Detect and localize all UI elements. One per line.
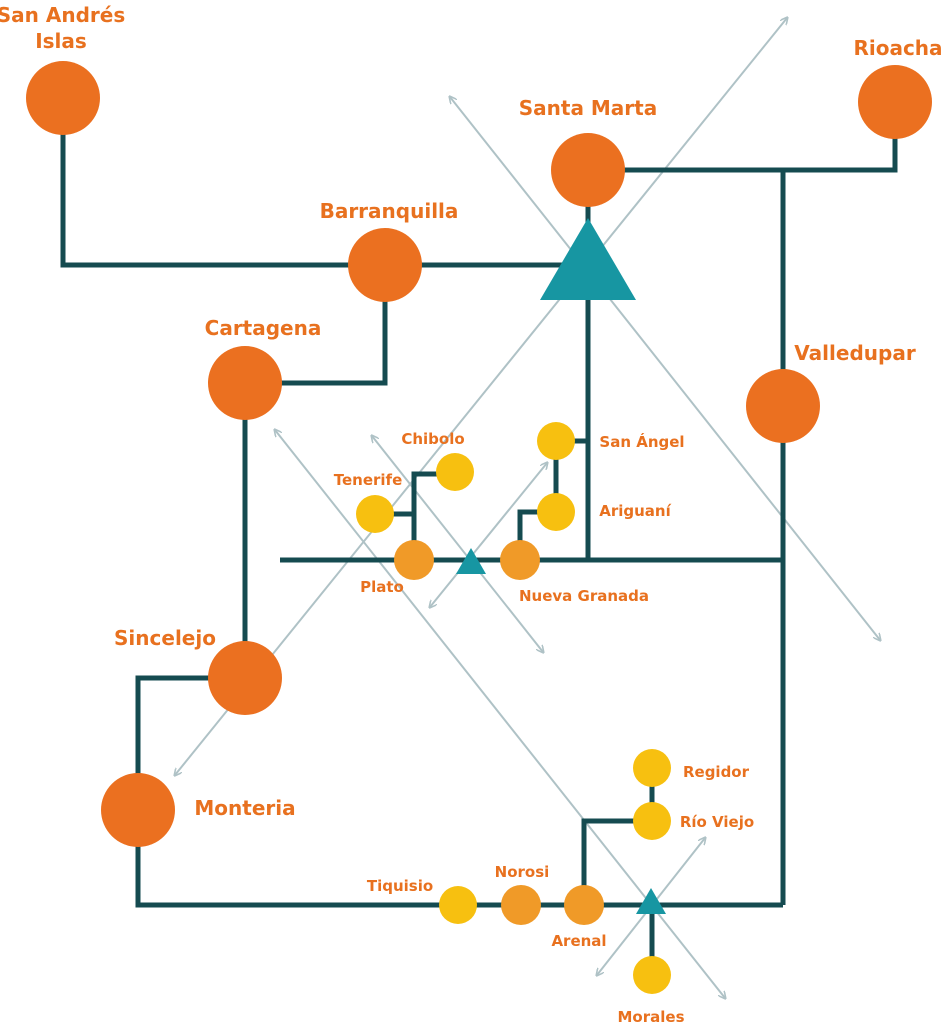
labels: San Andrés Islas Rioacha Santa Marta Bar… [0,3,942,1024]
label-regidor: Regidor [683,763,750,781]
line-sanandres-barranquilla [60,98,385,268]
diagonal-arrow-2 [450,97,880,640]
line-barranquilla-cartagena [245,265,388,386]
label-cartagena: Cartagena [205,316,322,340]
label-tenerife: Tenerife [334,471,403,489]
label-morales: Morales [618,1008,685,1024]
node-san-angel [537,422,575,460]
label-monteria: Monteria [194,796,295,820]
node-morales [633,956,671,994]
node-barranquilla [348,228,422,302]
label-norosi: Norosi [495,863,550,881]
node-chibolo [436,453,474,491]
medium-nodes [394,540,604,925]
hub-triangle-main [540,218,636,300]
label-santa-marta: Santa Marta [519,96,657,120]
label-ariguani: Ariguaní [599,502,671,520]
diagonal-arrows [175,18,880,998]
label-barranquilla: Barranquilla [320,199,459,223]
label-rio-viejo: Río Viejo [680,813,754,831]
node-cartagena [208,346,282,420]
label-rioacha: Rioacha [853,36,942,60]
node-regidor [633,749,671,787]
node-santa-marta [551,133,625,207]
node-arenal [564,885,604,925]
label-san-andres-line2: Islas [35,29,87,53]
major-nodes [26,61,932,847]
connector-lines [60,98,898,975]
node-ariguani [537,493,575,531]
node-tenerife [356,495,394,533]
node-valledupar [746,369,820,443]
label-nueva-granada: Nueva Granada [519,587,649,605]
label-sincelejo: Sincelejo [114,626,216,650]
line-arenal-rioviejo [581,818,652,905]
label-san-andres-line1: San Andrés [0,3,125,27]
label-chibolo: Chibolo [401,430,464,448]
node-norosi [501,885,541,925]
label-arenal: Arenal [551,932,606,950]
hub-triangle-bottom [636,888,666,914]
node-nueva-granada [500,540,540,580]
node-plato [394,540,434,580]
node-san-andres [26,61,100,135]
label-san-angel: San Ángel [599,432,684,451]
hub-triangle-mid [456,548,486,574]
label-plato: Plato [360,578,404,596]
label-tiquisio: Tiquisio [367,877,433,895]
label-valledupar: Valledupar [794,341,916,365]
node-sincelejo [208,641,282,715]
minor-nodes [356,422,671,994]
node-rioacha [858,65,932,139]
node-monteria [101,773,175,847]
hubs [456,218,666,914]
node-tiquisio [439,886,477,924]
diagonal-arrow-5 [430,463,547,607]
node-rio-viejo [633,802,671,840]
